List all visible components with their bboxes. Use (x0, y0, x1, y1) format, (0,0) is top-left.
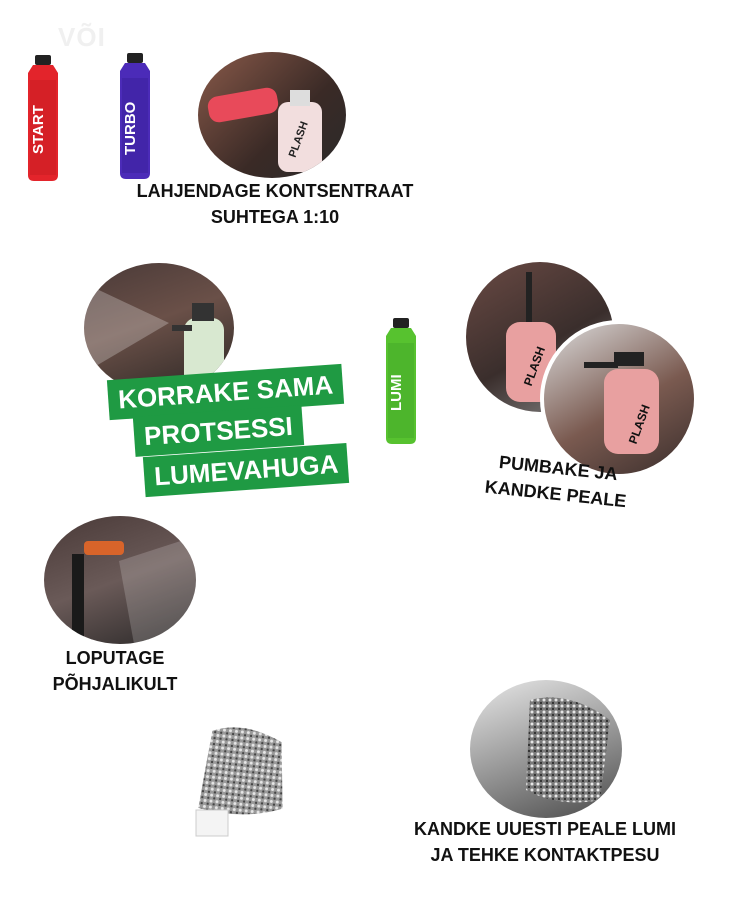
lumi-label: LUMI (388, 374, 405, 412)
plash-turbo-bottle: TURBO (112, 53, 158, 179)
contact-line2: JA TEHKE KONTAKTPESU (430, 845, 660, 865)
or-label: VÕI (58, 22, 106, 52)
pour-photo: PLASH (198, 52, 346, 178)
plash-lumi-bottle: LUMI (378, 318, 424, 444)
dilute-line2: SUHTEGA 1:10 (210, 207, 340, 227)
rinse-line2: PÕHJALIKULT (52, 674, 178, 694)
dilute-line1: LAHJENDAGE KONTSENTRAAT (136, 181, 414, 201)
plash-start-bottle: START (20, 55, 66, 181)
spray-photo (84, 263, 234, 393)
start-label: START (30, 105, 47, 155)
contact-wash-photo (470, 680, 622, 818)
contact-line1: KANDKE UUESTI PEALE LUMI (413, 819, 676, 839)
sprayer-photo: PLASH (540, 320, 698, 478)
contact-caption: KANDKE UUESTI PEALE LUMI JA TEHKE KONTAK… (380, 816, 710, 868)
wash-mitt (188, 724, 292, 840)
rinse-line1: LOPUTAGE (65, 648, 165, 668)
dilute-caption: LAHJENDAGE KONTSENTRAAT SUHTEGA 1:10 (110, 178, 440, 230)
rinse-caption: LOPUTAGE PÕHJALIKULT (30, 645, 200, 697)
rinse-photo (44, 516, 196, 644)
turbo-label: TURBO (122, 101, 139, 155)
